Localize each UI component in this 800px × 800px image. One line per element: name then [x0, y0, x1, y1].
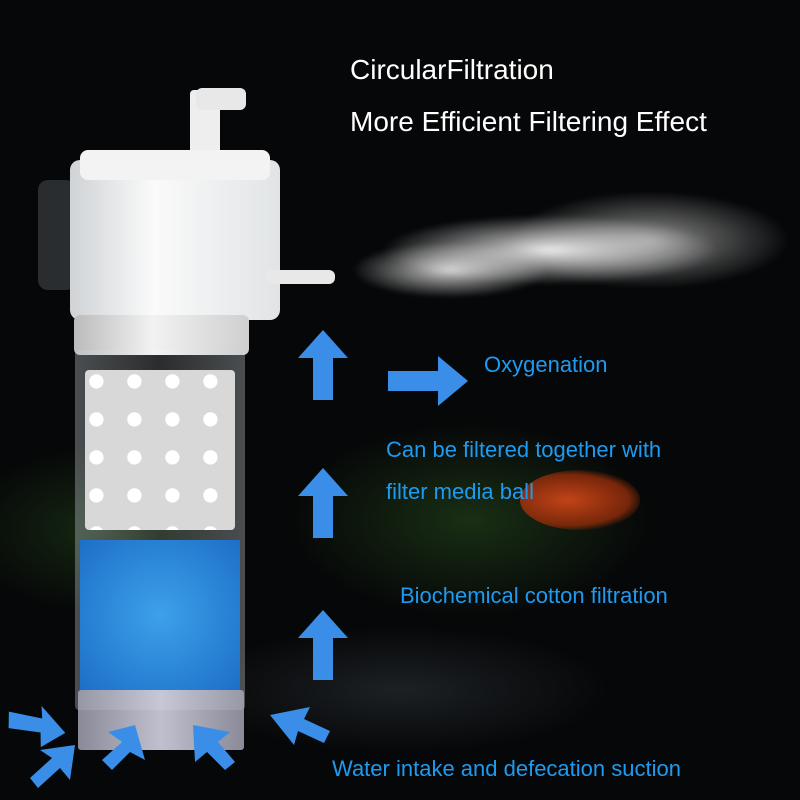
suction-clip	[38, 180, 76, 290]
headline-line2: More Efficient Filtering Effect	[350, 106, 707, 137]
intake-arrow-icon	[30, 745, 75, 788]
label-cotton: Biochemical cotton filtration	[400, 583, 668, 608]
label-oxygenation: Oxygenation	[484, 352, 608, 377]
oxygen-bubble-spray	[330, 170, 800, 340]
intake-arrow-icon	[270, 707, 330, 745]
label-intake: Water intake and defecation suction	[332, 756, 681, 781]
filter-cap	[74, 315, 249, 355]
blue-sponge	[80, 540, 240, 690]
intake-arrow-icon	[8, 705, 66, 748]
ceramic-media-rings	[85, 370, 235, 530]
headline-line1: CircularFiltration	[350, 54, 554, 85]
outlet-elbow	[196, 88, 246, 110]
air-tube	[265, 270, 335, 284]
right-arrow-icon	[388, 356, 468, 406]
up-arrow-icon	[298, 330, 348, 400]
up-arrow-icon	[298, 468, 348, 538]
pump-head	[70, 160, 280, 320]
up-arrow-icon	[298, 610, 348, 680]
pump-top	[80, 150, 270, 180]
fish	[520, 470, 640, 530]
label-media-line1: Can be filtered together with	[386, 437, 662, 462]
intake-arrow-icon	[102, 725, 145, 770]
intake-arrow-icon	[193, 725, 235, 770]
label-media-line2: filter media ball	[386, 479, 534, 504]
